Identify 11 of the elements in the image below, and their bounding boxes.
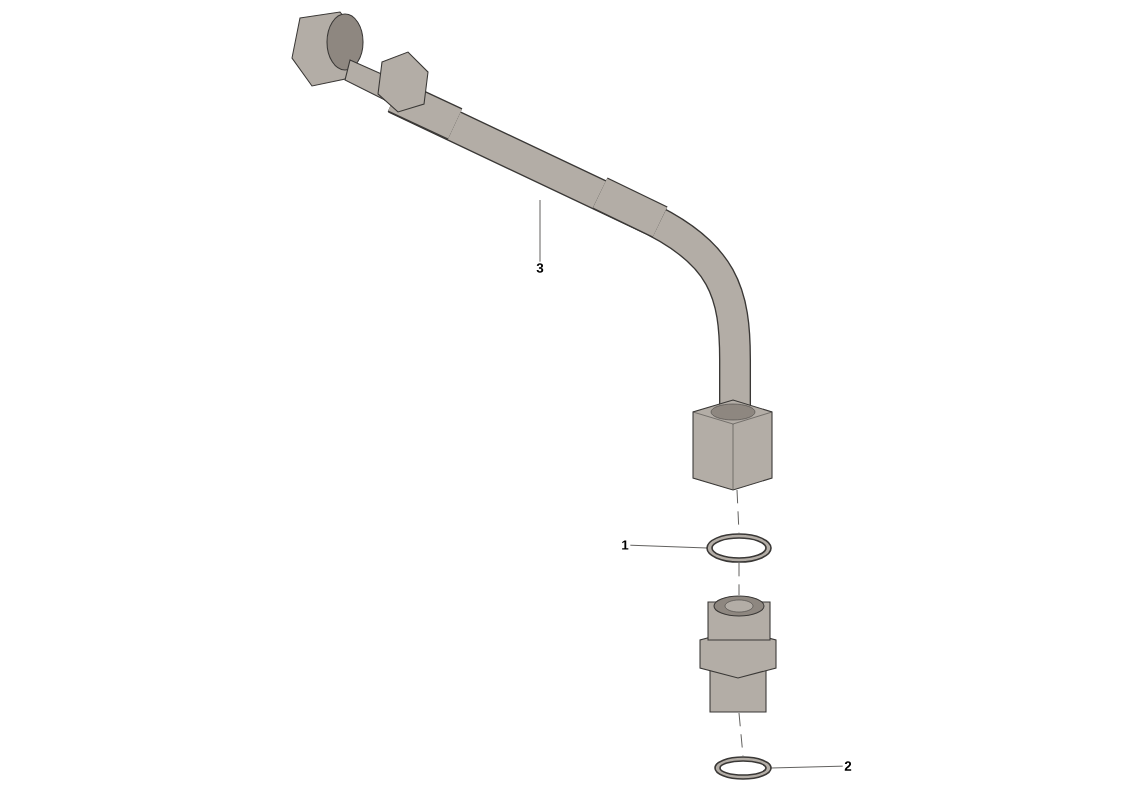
- tube-drawing: [291, 11, 773, 491]
- callout-number: 1: [622, 540, 629, 550]
- leader-line: [770, 765, 844, 769]
- washer-drawing: [706, 533, 772, 563]
- center-line: [738, 712, 744, 757]
- leader-line: [629, 544, 708, 549]
- callout-number: 2: [844, 761, 852, 771]
- washer-drawing: [714, 756, 772, 780]
- leader-line: [539, 199, 541, 263]
- center-line: [736, 489, 740, 534]
- fitting-drawing: [699, 595, 777, 713]
